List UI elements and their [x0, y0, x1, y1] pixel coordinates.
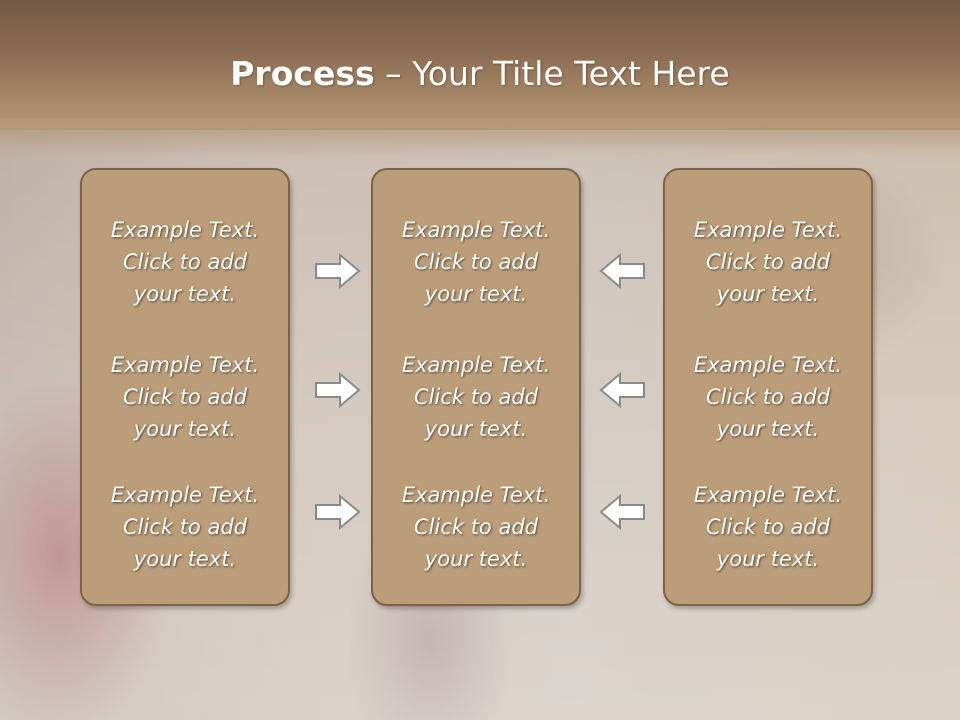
text-line: your text. [133, 282, 237, 306]
process-box-left[interactable]: Example Text. Click to add your text. Ex… [80, 168, 290, 606]
text-placeholder[interactable]: Example Text. Click to add your text. [665, 479, 871, 575]
text-line: your text. [424, 417, 528, 441]
right-arrow-icon[interactable] [314, 252, 362, 290]
left-arrow-icon[interactable] [598, 493, 646, 531]
title-bar-fade [0, 118, 960, 158]
text-placeholder[interactable]: Example Text. Click to add your text. [665, 349, 871, 445]
text-placeholder[interactable]: Example Text. Click to add your text. [373, 214, 579, 310]
process-box-right[interactable]: Example Text. Click to add your text. Ex… [663, 168, 873, 606]
text-line: Example Text. [401, 483, 551, 507]
text-line: Example Text. [110, 218, 260, 242]
text-line: Click to add [122, 515, 247, 539]
text-line: Example Text. [693, 218, 843, 242]
text-line: Example Text. [693, 483, 843, 507]
text-placeholder[interactable]: Example Text. Click to add your text. [82, 479, 288, 575]
text-line: Click to add [122, 250, 247, 274]
text-line: your text. [716, 282, 820, 306]
text-line: your text. [424, 547, 528, 571]
text-line: Click to add [413, 385, 538, 409]
text-line: your text. [133, 417, 237, 441]
title-bold: Process [230, 54, 375, 93]
text-line: your text. [424, 282, 528, 306]
text-line: your text. [716, 417, 820, 441]
left-arrow-icon[interactable] [598, 252, 646, 290]
text-placeholder[interactable]: Example Text. Click to add your text. [373, 479, 579, 575]
text-line: Example Text. [401, 353, 551, 377]
slide-title[interactable]: Process – Your Title Text Here [0, 52, 960, 96]
text-line: Example Text. [401, 218, 551, 242]
right-arrow-icon[interactable] [314, 493, 362, 531]
text-line: Click to add [705, 250, 830, 274]
text-line: your text. [716, 547, 820, 571]
left-arrow-icon[interactable] [598, 371, 646, 409]
title-rest: – Your Title Text Here [374, 54, 730, 93]
text-line: Example Text. [693, 353, 843, 377]
process-box-center[interactable]: Example Text. Click to add your text. Ex… [371, 168, 581, 606]
text-placeholder[interactable]: Example Text. Click to add your text. [82, 349, 288, 445]
text-line: Example Text. [110, 353, 260, 377]
text-placeholder[interactable]: Example Text. Click to add your text. [373, 349, 579, 445]
right-arrow-icon[interactable] [314, 371, 362, 409]
text-placeholder[interactable]: Example Text. Click to add your text. [82, 214, 288, 310]
text-line: Click to add [705, 385, 830, 409]
text-line: Click to add [122, 385, 247, 409]
title-bar [0, 0, 960, 130]
text-line: Click to add [413, 515, 538, 539]
text-line: Click to add [413, 250, 538, 274]
text-line: Click to add [705, 515, 830, 539]
text-line: your text. [133, 547, 237, 571]
text-line: Example Text. [110, 483, 260, 507]
text-placeholder[interactable]: Example Text. Click to add your text. [665, 214, 871, 310]
